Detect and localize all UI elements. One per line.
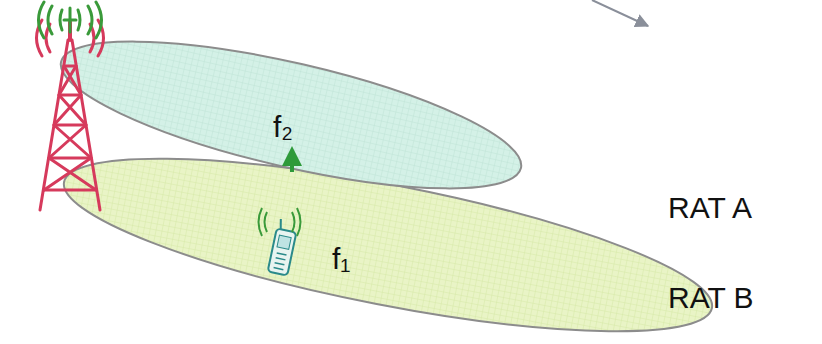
pointer-arrow bbox=[592, 0, 648, 26]
frequency-label: f₁ bbox=[332, 244, 350, 274]
rat-label: RAT B bbox=[668, 283, 754, 313]
frequency-label: f₂ bbox=[273, 112, 293, 142]
ellipse-outline bbox=[50, 40, 540, 200]
ellipse-shape bbox=[53, 123, 724, 344]
handover-arrow bbox=[290, 150, 294, 172]
carrier-ellipse: f₁ bbox=[55, 160, 725, 340]
carrier-ellipse: f₂ bbox=[50, 40, 540, 200]
ellipse-outline bbox=[55, 160, 725, 340]
rat-label: RAT A bbox=[668, 193, 752, 223]
